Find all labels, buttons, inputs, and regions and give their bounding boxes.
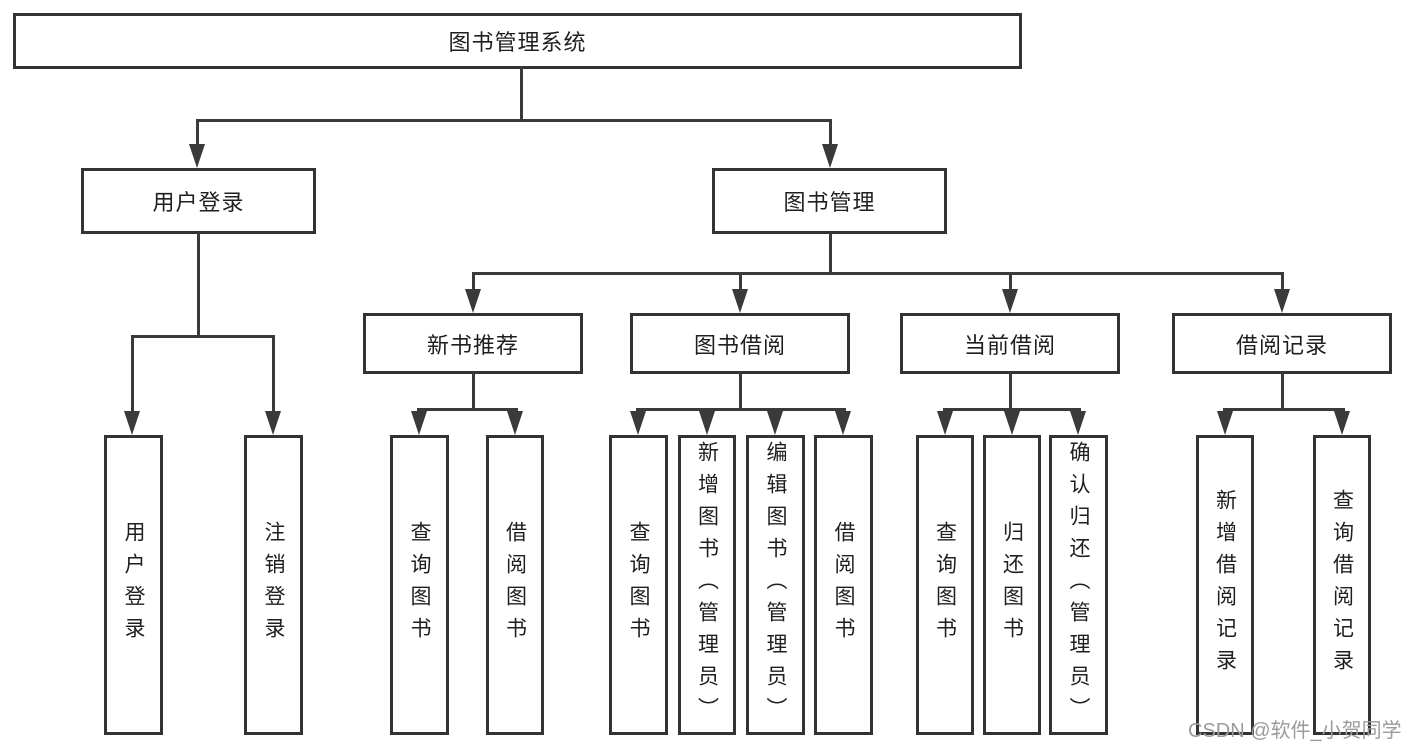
node-new-book-recommend: 新书推荐 [363, 313, 583, 374]
arrowhead-down-icon [630, 411, 646, 435]
connector-line-h [636, 408, 846, 411]
node-label: 查询图书 [627, 521, 650, 649]
node-user-login: 用户登录 [81, 168, 316, 234]
node-leaf-borrow-books: 借阅图书 [486, 435, 544, 735]
node-label: 借阅图书 [832, 521, 855, 649]
connector-line-v [1009, 272, 1012, 289]
arrowhead-down-icon [1334, 411, 1350, 435]
connector-line-v [197, 232, 200, 337]
connector-line-v [472, 272, 475, 289]
arrowhead-down-icon [124, 411, 140, 435]
node-current-borrowing: 当前借阅 [900, 313, 1120, 374]
arrowhead-down-icon [699, 411, 715, 435]
connector-line-h [472, 272, 1284, 275]
node-label: 当前借阅 [963, 332, 1056, 358]
connector-line-v [272, 335, 275, 411]
connector-line-h [1223, 408, 1345, 411]
node-book-borrowing: 图书借阅 [630, 313, 850, 374]
node-leaf-borrow-books: 借阅图书 [814, 435, 873, 735]
node-leaf-confirm-return-admin: 确认归还（管理员） [1049, 435, 1108, 735]
arrowhead-down-icon [1004, 411, 1020, 435]
node-book-management: 图书管理 [712, 168, 947, 234]
connector-line-v [131, 335, 134, 411]
node-borrowing-records: 借阅记录 [1172, 313, 1392, 374]
node-label: 查询图书 [933, 521, 957, 649]
node-label: 用户登录 [122, 521, 145, 649]
node-label: 确认归还（管理员） [1067, 441, 1090, 729]
arrowhead-down-icon [835, 411, 851, 435]
arrowhead-down-icon [411, 411, 427, 435]
connector-line-v [196, 119, 199, 146]
arrowhead-down-icon [937, 411, 953, 435]
arrowhead-down-icon [507, 411, 523, 435]
node-label: 图书管理系统 [448, 30, 587, 55]
connector-line-h [196, 119, 832, 122]
node-leaf-query-borrow-record: 查询借阅记录 [1313, 435, 1371, 735]
node-label: 注销登录 [262, 521, 285, 649]
node-label: 借阅图书 [503, 521, 527, 649]
node-label: 查询图书 [408, 521, 431, 649]
node-leaf-logout-login: 注销登录 [244, 435, 303, 735]
node-label: 查询借阅记录 [1330, 489, 1354, 681]
node-label: 归还图书 [1000, 521, 1024, 649]
connector-line-v [1281, 372, 1284, 411]
node-library-management-system: 图书管理系统 [13, 13, 1022, 69]
connector-line-h [943, 408, 1081, 411]
arrowhead-down-icon [265, 411, 281, 435]
arrowhead-down-icon [1070, 411, 1086, 435]
node-leaf-query-books: 查询图书 [609, 435, 668, 735]
connector-line-v [472, 372, 475, 411]
node-leaf-add-books-admin: 新增图书（管理员） [678, 435, 736, 735]
node-label: 新书推荐 [426, 332, 519, 358]
node-label: 新增图书（管理员） [695, 441, 719, 729]
node-leaf-edit-books-admin: 编辑图书（管理员） [746, 435, 805, 735]
arrowhead-down-icon [189, 144, 205, 168]
arrowhead-down-icon [1274, 289, 1290, 313]
connector-line-h [417, 408, 518, 411]
watermark: CSDN @软件_小贺同学 [1188, 720, 1402, 742]
node-leaf-add-borrow-record: 新增借阅记录 [1196, 435, 1254, 735]
node-leaf-query-books: 查询图书 [916, 435, 974, 735]
node-label: 图书管理 [783, 190, 876, 215]
connector-line-h [131, 335, 275, 338]
arrowhead-down-icon [1002, 289, 1018, 313]
node-label: 用户登录 [152, 190, 245, 215]
node-label: 图书借阅 [693, 332, 786, 358]
node-label: 新增借阅记录 [1213, 489, 1237, 681]
connector-line-v [1009, 372, 1012, 411]
connector-line-v [520, 66, 523, 122]
arrowhead-down-icon [822, 144, 838, 168]
connector-line-v [739, 272, 742, 289]
arrowhead-down-icon [465, 289, 481, 313]
arrowhead-down-icon [1217, 411, 1233, 435]
arrowhead-down-icon [767, 411, 783, 435]
node-leaf-user-login: 用户登录 [104, 435, 163, 735]
connector-line-v [829, 232, 832, 275]
node-leaf-return-books: 归还图书 [983, 435, 1041, 735]
connector-line-v [829, 119, 832, 146]
connector-line-v [1281, 272, 1284, 289]
arrowhead-down-icon [732, 289, 748, 313]
node-label: 编辑图书（管理员） [764, 441, 787, 729]
connector-line-v [739, 372, 742, 411]
node-label: 借阅记录 [1235, 332, 1328, 358]
node-leaf-query-books: 查询图书 [390, 435, 449, 735]
